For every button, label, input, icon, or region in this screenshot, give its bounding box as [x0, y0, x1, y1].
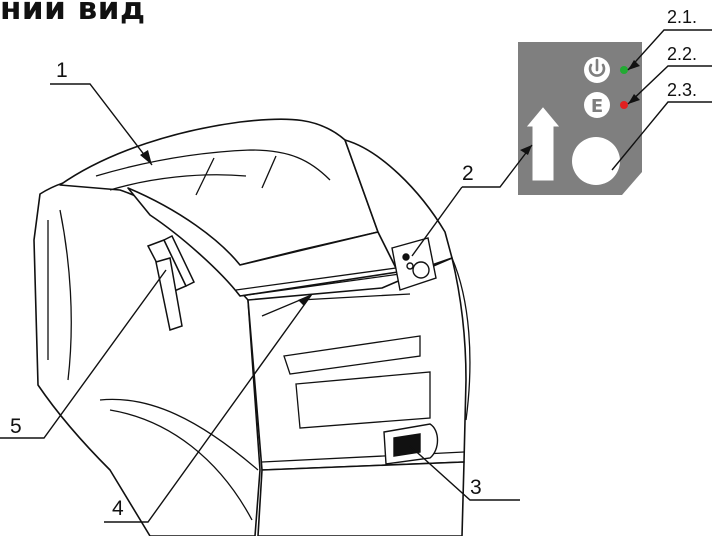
- power-led: [620, 66, 628, 74]
- callout-2-1: 2.1.: [667, 7, 698, 27]
- leader-arrowheads: [140, 60, 640, 306]
- printer-body: [33, 118, 467, 536]
- printer-details: [47, 149, 471, 521]
- error-icon: E: [584, 92, 610, 118]
- callout-2: 2: [462, 162, 474, 185]
- error-icon-letter: E: [591, 96, 603, 117]
- power-icon: [584, 57, 610, 83]
- callout-3: 3: [470, 476, 482, 499]
- section-heading: ний вид: [0, 0, 146, 27]
- callout-1: 1: [56, 59, 68, 82]
- callout-2-2: 2.2.: [667, 44, 698, 64]
- leader-lines: [0, 29, 712, 523]
- control-panel-zoom: E: [518, 42, 642, 195]
- callout-5: 5: [10, 415, 22, 438]
- feed-button: [572, 137, 620, 185]
- callout-4: 4: [112, 497, 124, 520]
- cutter-opening: [383, 423, 439, 465]
- callout-2-3: 2.3.: [667, 80, 698, 100]
- printer-panel: [391, 237, 437, 291]
- error-led: [620, 101, 628, 109]
